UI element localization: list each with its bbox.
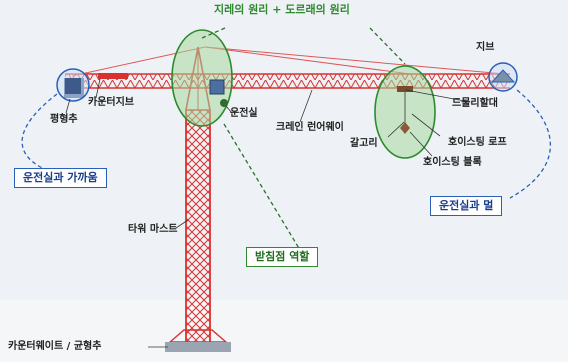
counterweight-block xyxy=(65,78,81,94)
jib-lattice xyxy=(65,74,510,88)
label-base-weight: 카운터웨이트 / 균형추 xyxy=(8,341,102,352)
label-counterweight-top: 평형추 xyxy=(50,114,78,125)
label-runway: 크레인 런어웨이 xyxy=(276,122,344,133)
tower-mast xyxy=(186,110,210,342)
label-counter-jib: 카운터지브 xyxy=(88,97,134,108)
base-counterweight xyxy=(165,329,231,352)
box-near-cab: 운전실과 가까움 xyxy=(14,168,107,188)
cab-icon xyxy=(209,79,228,107)
label-cab: 운전실 xyxy=(230,108,258,119)
label-trolley: 드물리할대 xyxy=(452,98,498,109)
label-hoist-rope: 호이스팅 로프 xyxy=(448,137,507,148)
label-jib: 지브 xyxy=(476,42,495,53)
hook-icon xyxy=(400,122,410,134)
fulcrum-ellipse xyxy=(171,29,233,127)
diagram-title: 지레의 원리 + 도르래의 원리 xyxy=(214,3,350,16)
label-hoist-block: 호이스팅 블록 xyxy=(423,157,482,168)
label-tower-mast: 타워 마스트 xyxy=(128,224,178,235)
box-fulcrum: 받침점 역할 xyxy=(246,247,319,267)
label-pointers xyxy=(65,78,471,348)
ground-area xyxy=(0,300,568,362)
box-far-cab: 운전실과 멀 xyxy=(430,196,503,216)
label-hook: 갈고리 xyxy=(350,138,378,149)
